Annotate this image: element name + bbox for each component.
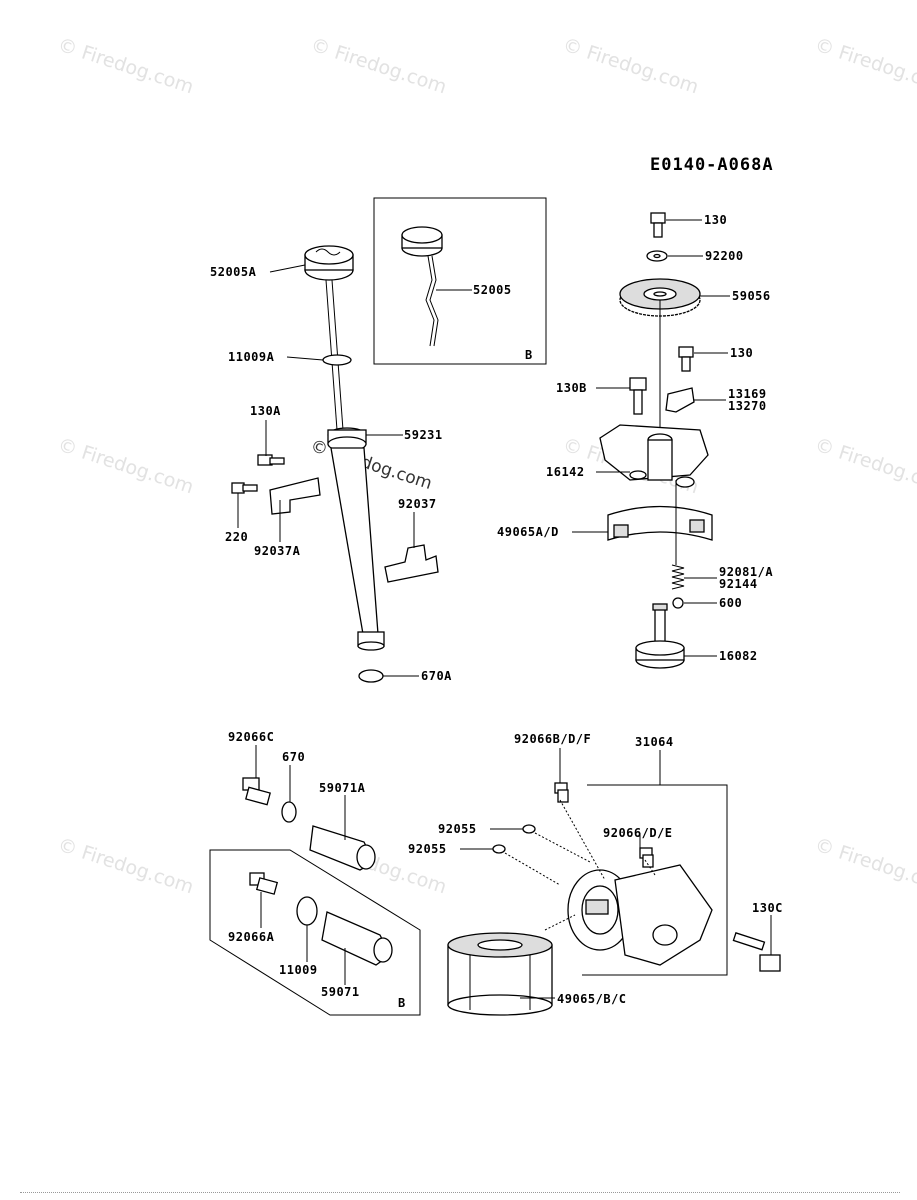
part-label[interactable]: 49065A/D <box>497 525 559 539</box>
part-label[interactable]: 92066A <box>228 930 275 944</box>
part-label[interactable]: 31064 <box>635 735 674 749</box>
part-label[interactable]: 92144 <box>719 577 758 591</box>
part-label[interactable]: 16142 <box>546 465 585 479</box>
plug-icon <box>639 847 654 868</box>
part-label[interactable]: 130A <box>250 404 281 418</box>
bolt-icon <box>678 346 694 372</box>
strainer-icon <box>321 911 393 966</box>
oil-filter-icon <box>447 932 553 1016</box>
strainer-icon <box>309 825 376 871</box>
dipstick-cap-icon <box>304 245 354 281</box>
part-label[interactable]: 52005 <box>473 283 512 297</box>
dipstick-tube-icon <box>330 447 385 651</box>
part-label[interactable]: 670A <box>421 669 452 683</box>
o-ring-icon <box>492 844 506 854</box>
bolt-icon <box>732 932 781 972</box>
part-label[interactable]: 92037A <box>254 544 301 558</box>
part-label[interactable]: 59071A <box>319 781 366 795</box>
part-label[interactable]: 11009A <box>228 350 275 364</box>
plate-icon <box>665 387 695 413</box>
part-label[interactable]: 59071 <box>321 985 360 999</box>
oil-pump-icon <box>614 864 713 966</box>
part-label[interactable]: 92037 <box>398 497 437 511</box>
plug-icon <box>554 782 569 803</box>
part-label[interactable]: 92066/D/E <box>603 826 673 840</box>
bearing-shell-icon <box>607 505 713 541</box>
part-label[interactable]: 13169 <box>728 387 767 401</box>
footer-divider <box>20 1192 900 1197</box>
part-label[interactable]: 670 <box>282 750 306 764</box>
ball-icon <box>672 597 684 609</box>
part-label[interactable]: 130 <box>704 213 728 227</box>
bolt-icon <box>650 212 666 238</box>
o-ring-icon <box>281 801 297 823</box>
plug-icon <box>249 872 279 895</box>
washer-icon <box>646 250 668 262</box>
tube-seal-icon <box>327 427 367 452</box>
o-ring-icon <box>322 354 352 366</box>
part-label[interactable]: 52005A <box>210 265 257 279</box>
part-label[interactable]: 220 <box>225 530 249 544</box>
spring-icon <box>671 564 685 590</box>
part-label[interactable]: 92081/A <box>719 565 774 579</box>
part-label[interactable]: 92055 <box>438 822 477 836</box>
bracket-icon <box>384 544 439 583</box>
part-label[interactable]: 59231 <box>404 428 443 442</box>
bolt-icon <box>257 454 285 466</box>
part-label[interactable]: 59056 <box>732 289 771 303</box>
o-ring-icon <box>358 669 384 683</box>
part-label[interactable]: 92066C <box>228 730 275 744</box>
o-ring-icon <box>522 824 536 834</box>
part-label[interactable]: 49065/B/C <box>557 992 627 1006</box>
part-label[interactable]: 92055 <box>408 842 447 856</box>
part-label[interactable]: 16082 <box>719 649 758 663</box>
part-label[interactable]: 92066B/D/F <box>514 732 592 746</box>
bracket-icon <box>269 477 321 515</box>
plug-icon <box>242 777 271 806</box>
part-label[interactable]: 92200 <box>705 249 744 263</box>
part-label[interactable]: 600 <box>719 596 743 610</box>
part-label[interactable]: 11009 <box>279 963 318 977</box>
part-label[interactable]: 130C <box>752 901 783 915</box>
shaft-icon <box>635 603 685 669</box>
part-label[interactable]: 13270 <box>728 399 767 413</box>
part-label[interactable]: 130B <box>556 381 587 395</box>
diagram-code: E0140-A068A <box>650 155 774 175</box>
box-b-label: B <box>398 996 406 1010</box>
part-label[interactable]: 130 <box>730 346 754 360</box>
governor-housing-icon <box>599 424 709 488</box>
bolt-icon <box>231 482 258 494</box>
dipstick-cap-icon <box>401 226 443 257</box>
o-ring-icon <box>296 896 318 926</box>
box-b-label: B <box>525 348 533 362</box>
bolt-icon <box>629 377 647 415</box>
